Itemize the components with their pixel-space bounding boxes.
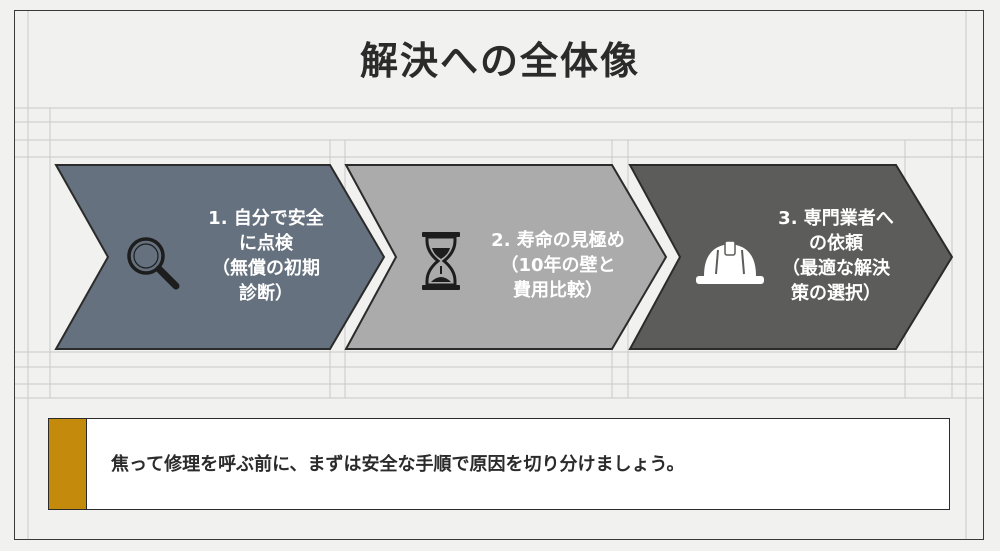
key-message-box: 焦って修理を呼ぶ前に、まずは安全な手順で原因を切り分けましょう。	[48, 418, 950, 510]
key-message-text: 焦って修理を呼ぶ前に、まずは安全な手順で原因を切り分けましょう。	[111, 454, 685, 475]
slide-frame	[14, 10, 984, 540]
step-1-label: 1. 自分で安全 に点検 （無償の初期 診断）	[208, 208, 324, 304]
step-2-label: 2. 寿命の見極め （10年の壁と 費用比較）	[491, 230, 625, 301]
step-3-label: 3. 専門業者へ の依頼 （最適な解決 策の選択）	[778, 208, 894, 304]
accent-bar	[49, 419, 87, 509]
page-title: 解決への全体像	[359, 39, 640, 83]
